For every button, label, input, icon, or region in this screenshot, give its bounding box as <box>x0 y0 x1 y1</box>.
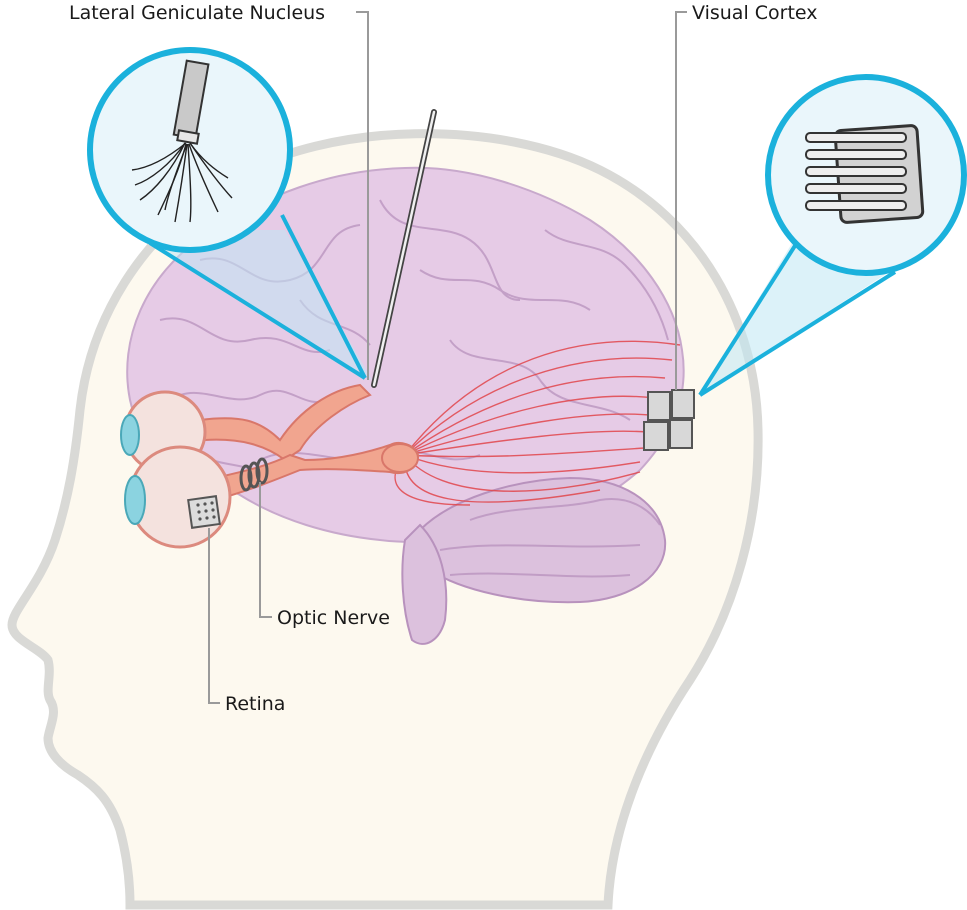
optic-radiation <box>394 340 681 506</box>
lgn-leader <box>356 11 369 380</box>
visual-cortex-leader <box>675 11 687 390</box>
cortex-electrode-array <box>643 389 695 451</box>
leader-lines <box>208 11 687 704</box>
optic-pathway <box>198 383 420 500</box>
eyes <box>120 390 232 549</box>
optic-nerve-cuff <box>239 457 269 492</box>
cornea-near <box>124 475 146 525</box>
lgn-zoom-callout <box>87 47 372 380</box>
retinal-implant-icon <box>187 495 221 529</box>
optic-nerve-upper <box>198 383 372 462</box>
visual-cortex-label: Visual Cortex <box>692 2 818 24</box>
microwire-brush-electrode-icon <box>131 59 233 223</box>
lgn-body <box>381 443 419 473</box>
brainstem <box>401 523 448 645</box>
cornea-far <box>120 414 140 456</box>
lgn-label: Lateral Geniculate Nucleus <box>69 2 325 24</box>
optic-nerve-leader <box>259 482 272 618</box>
retina-leader <box>208 528 220 704</box>
cortex-zoom-callout <box>698 74 967 397</box>
microelectrode-array-icon <box>805 124 925 224</box>
optic-nerve-label: Optic Nerve <box>277 607 390 629</box>
depth-probe-icon <box>371 109 437 388</box>
retina-label: Retina <box>225 693 285 715</box>
